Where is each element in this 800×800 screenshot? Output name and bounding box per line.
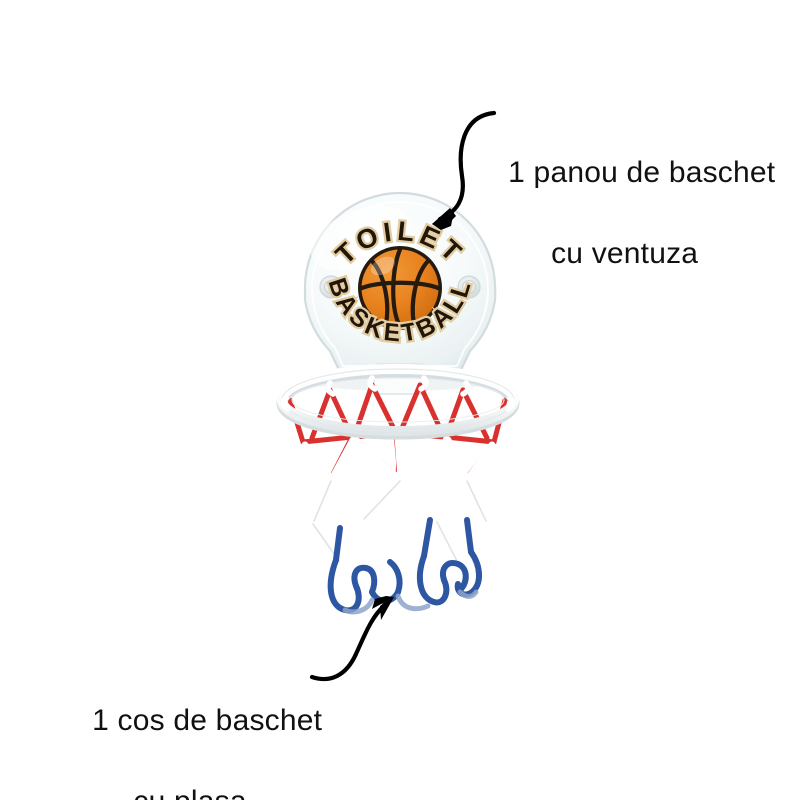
basketball-icon <box>358 246 442 330</box>
net-tie-loops <box>280 375 516 412</box>
annotation-arrow-bottom <box>309 596 394 682</box>
annotation-top-line1: 1 panou de baschet <box>508 155 776 189</box>
backboard: TOILET BASKETBALL <box>303 191 497 391</box>
suction-cup-left <box>319 275 343 299</box>
suction-cup-right <box>457 275 481 299</box>
annotation-label-net: 1 cos de baschet cu plasa <box>58 660 322 800</box>
net-middle-white <box>301 432 496 566</box>
annotation-arrow-top <box>432 110 497 230</box>
annotation-bottom-line2: cu plasa <box>58 782 322 800</box>
annotation-label-backboard: 1 panou de baschet cu ventuza <box>474 112 775 355</box>
net-bottom-blue <box>327 517 482 614</box>
annotation-bottom-line1: 1 cos de baschet <box>92 703 323 737</box>
annotation-top-line2: cu ventuza <box>551 236 699 270</box>
net-blue-tips <box>342 589 479 615</box>
